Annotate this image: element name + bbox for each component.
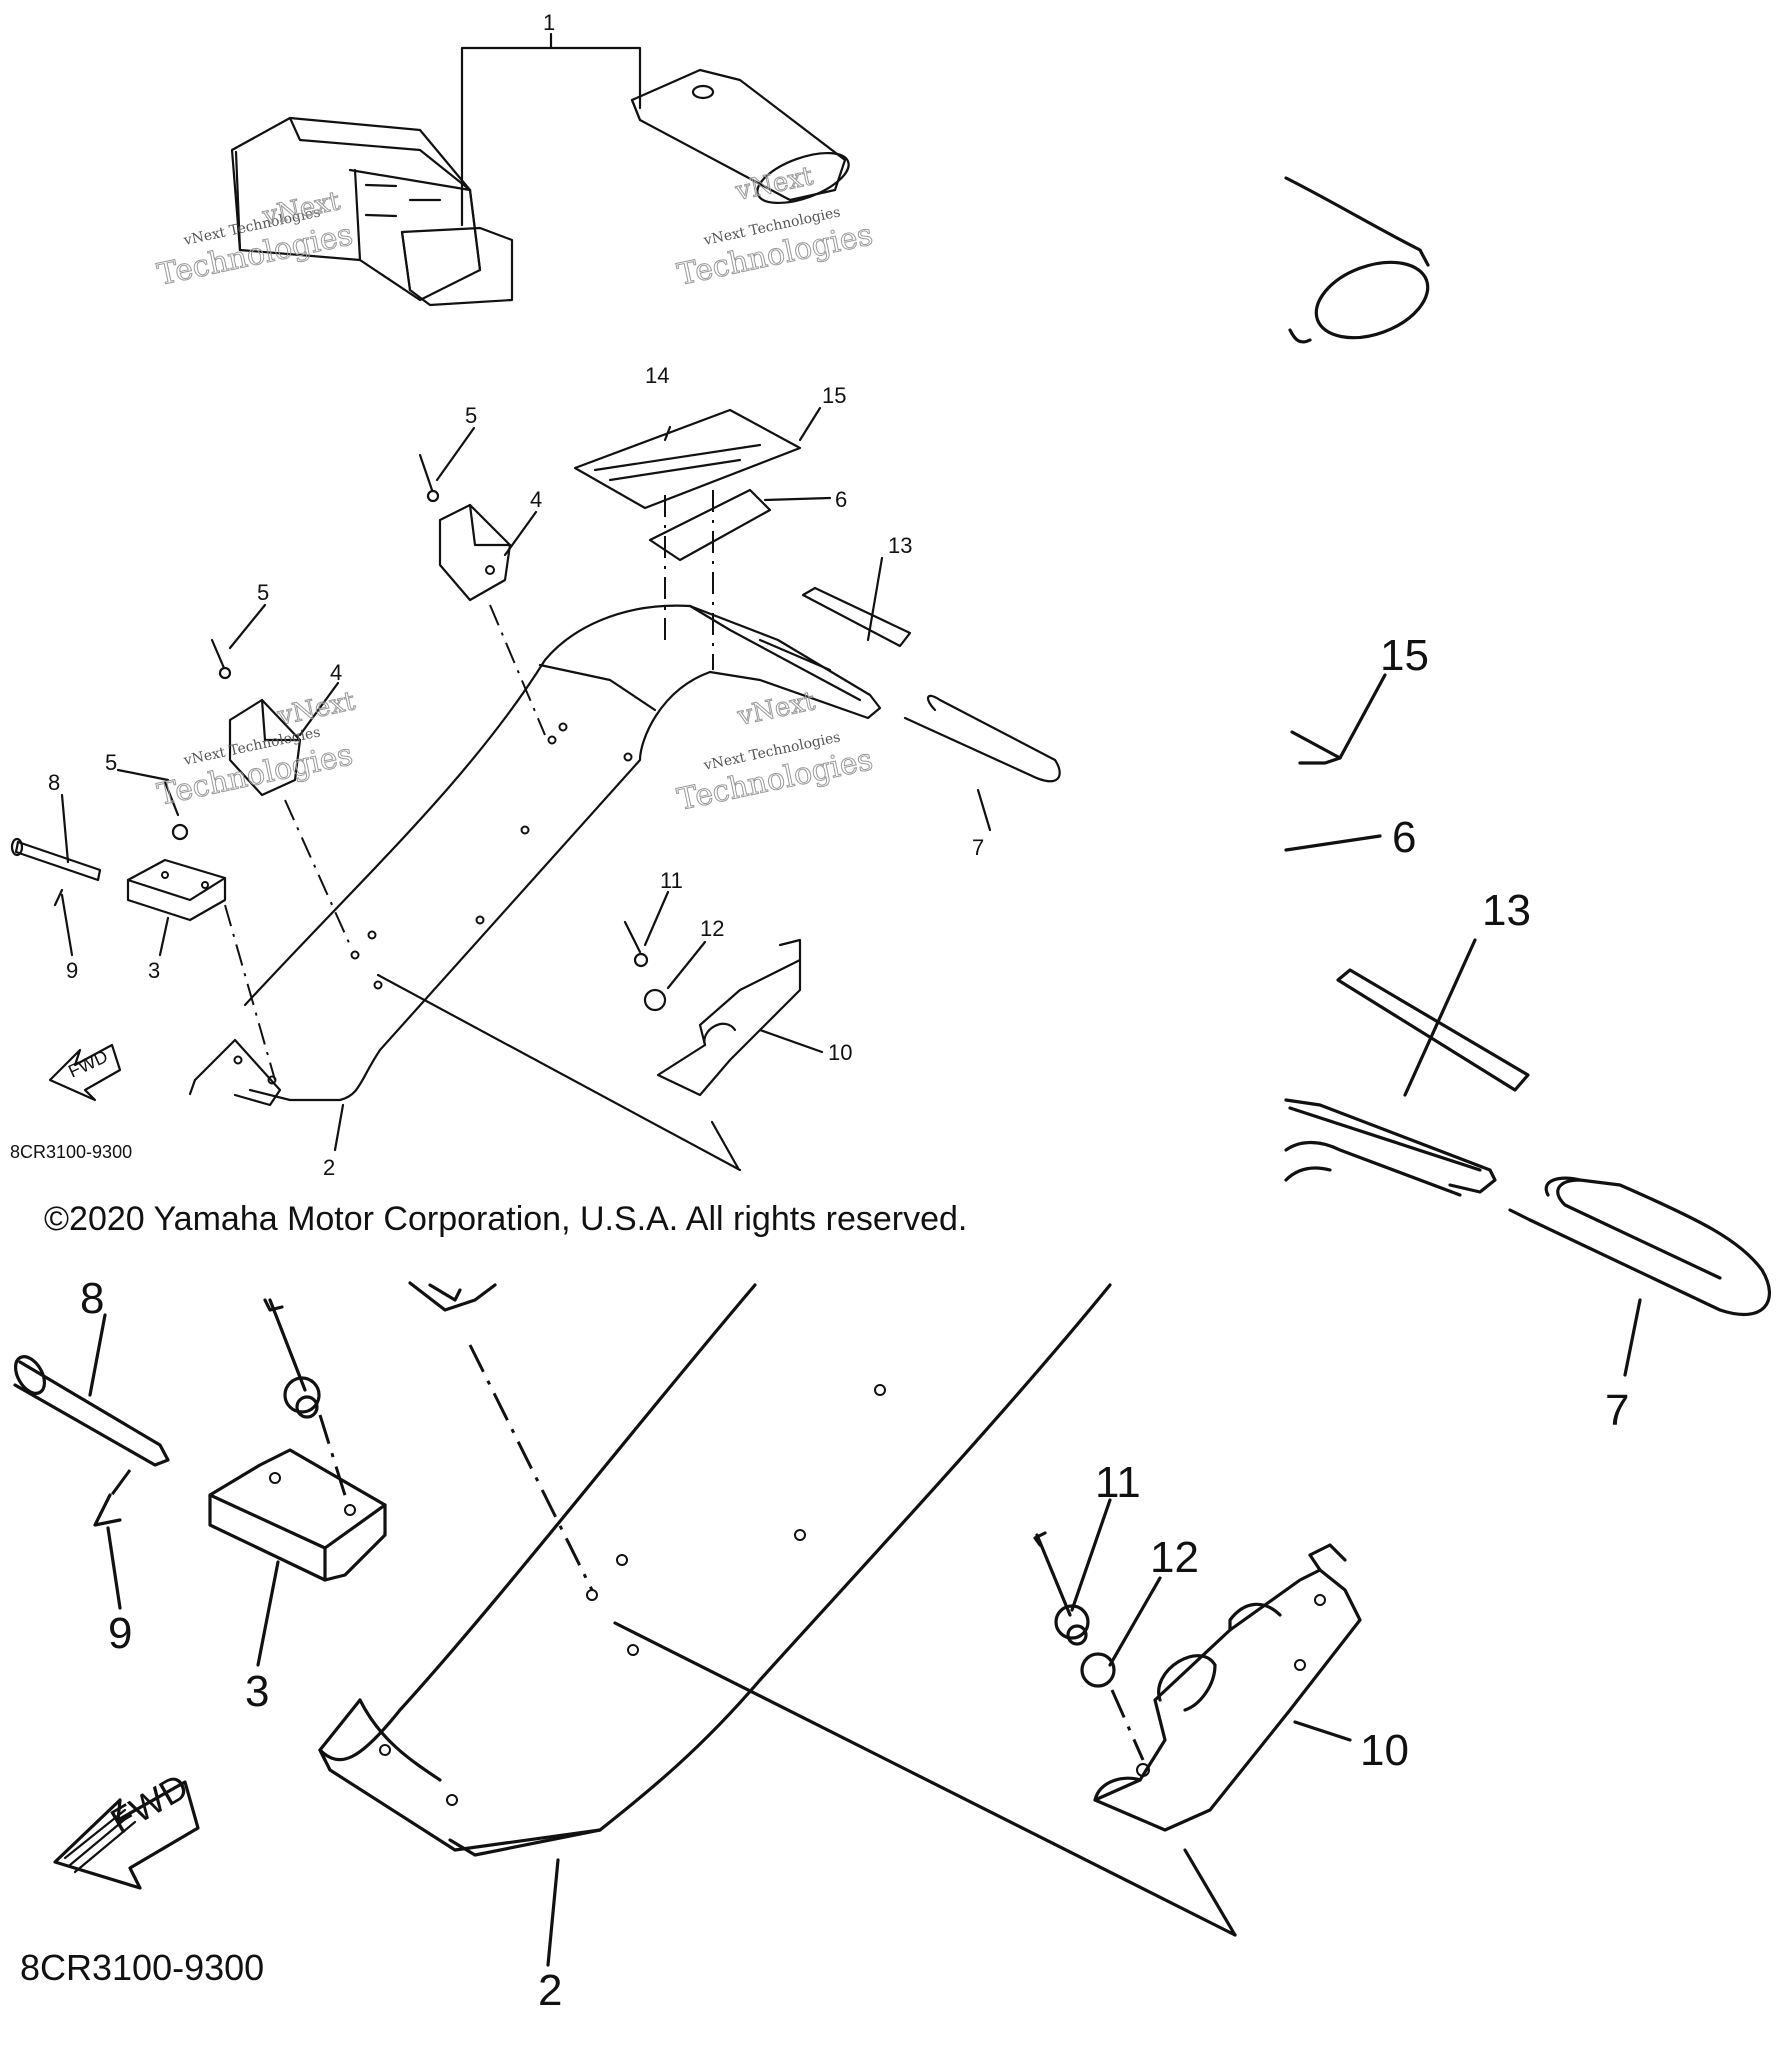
part-code-large: 8CR3100-9300 <box>20 1947 264 1988</box>
cover-box-part-1 <box>230 116 514 307</box>
callout-5-b: 5 <box>257 580 269 605</box>
rivet-11-small <box>623 920 642 954</box>
callout-13-large: 13 <box>1482 886 1531 935</box>
callouts-right: 15 6 13 7 <box>1380 631 1629 1435</box>
bracket-4-lower <box>210 638 351 946</box>
sticker-6 <box>648 488 772 562</box>
callout-7-large: 7 <box>1605 1386 1629 1435</box>
clamp-10-large <box>1093 1543 1362 1832</box>
panel-part-2-large <box>318 1283 1237 1967</box>
callout-10-large: 10 <box>1360 1726 1409 1775</box>
hinge-3-large <box>208 1448 387 1582</box>
clip-9-small <box>53 888 64 907</box>
handle-7-large <box>1528 1178 1772 1317</box>
callout-1: 1 <box>543 10 555 35</box>
copyright-notice: ©2020 Yamaha Motor Corporation, U.S.A. A… <box>44 1200 968 1238</box>
callout-11-large: 11 <box>1095 1458 1141 1507</box>
callout-12-small: 12 <box>700 916 724 941</box>
callout-12-large: 12 <box>1150 1533 1199 1582</box>
washer-12-small <box>643 988 667 1012</box>
callout-14: 14 <box>645 363 669 388</box>
callout-6-large: 6 <box>1392 813 1416 862</box>
detail-right <box>1284 176 1772 1377</box>
clamp-10-small <box>656 958 802 1097</box>
overview-diagram <box>10 32 1061 1172</box>
bracket-4-upper <box>418 453 546 736</box>
callout-2-small: 2 <box>323 1155 335 1180</box>
callout-5-c: 5 <box>105 750 117 775</box>
callout-15-small: 15 <box>822 383 846 408</box>
callout-13-small: 13 <box>888 533 912 558</box>
callout-5-a: 5 <box>465 403 477 428</box>
fwd-label-small: FWD <box>65 1046 111 1081</box>
strip-13-small <box>801 586 912 648</box>
rivet-5-upper <box>418 453 434 492</box>
rivet-5-lower <box>210 638 226 670</box>
part-code-small: 8CR3100-9300 <box>10 1142 132 1162</box>
cover-sleeve-part-1 <box>630 68 850 205</box>
callout-11-small: 11 <box>660 868 683 893</box>
sticker-parts <box>573 408 802 670</box>
rivet-5-side <box>163 780 180 817</box>
sticker-15-edge <box>1290 730 1342 765</box>
clip-9-large <box>93 1493 122 1527</box>
fwd-arrow-small <box>48 1043 122 1102</box>
leaders-small <box>60 406 992 1152</box>
callout-8-large: 8 <box>80 1274 104 1323</box>
detail-bottom <box>13 1281 1362 1967</box>
watermark-text: vNext <box>732 161 816 207</box>
fwd-label-large: FWD <box>104 1765 195 1841</box>
panel-part-2 <box>188 604 882 1172</box>
callout-3-large: 3 <box>245 1667 269 1716</box>
rivet-11-large <box>1035 1533 1072 1617</box>
callout-4-b: 4 <box>330 660 342 685</box>
callout-4-a: 4 <box>530 487 542 512</box>
sticker-14 <box>573 408 802 510</box>
watermark-text: vNext <box>734 686 818 732</box>
callouts-small: 1 5 4 5 4 5 8 9 3 2 14 15 6 13 7 11 12 1… <box>48 10 984 1180</box>
washer-12-large <box>1080 1652 1116 1688</box>
callout-9-small: 9 <box>66 958 78 983</box>
fwd-arrow-large <box>53 1780 200 1890</box>
callout-15-large: 15 <box>1380 631 1429 680</box>
callout-8-small: 8 <box>48 770 60 795</box>
bracket-1 <box>460 46 642 227</box>
callout-3-small: 3 <box>148 958 160 983</box>
hinge-3-small <box>126 858 227 922</box>
callout-2-large: 2 <box>538 1966 562 2015</box>
callouts-bottom: 8 9 3 2 11 12 10 <box>80 1274 1409 2015</box>
clamp-parts-small <box>623 920 802 1097</box>
pin-8-large <box>13 1360 170 1467</box>
callout-7-small: 7 <box>972 835 984 860</box>
callout-10-small: 10 <box>828 1040 852 1065</box>
handle-7-small <box>903 694 1061 783</box>
rivet-5-large <box>268 1298 307 1392</box>
strip-13-large <box>1336 968 1530 1092</box>
callout-6-small: 6 <box>835 487 847 512</box>
pin-8-small <box>14 840 102 882</box>
callout-9-large: 9 <box>108 1609 132 1658</box>
